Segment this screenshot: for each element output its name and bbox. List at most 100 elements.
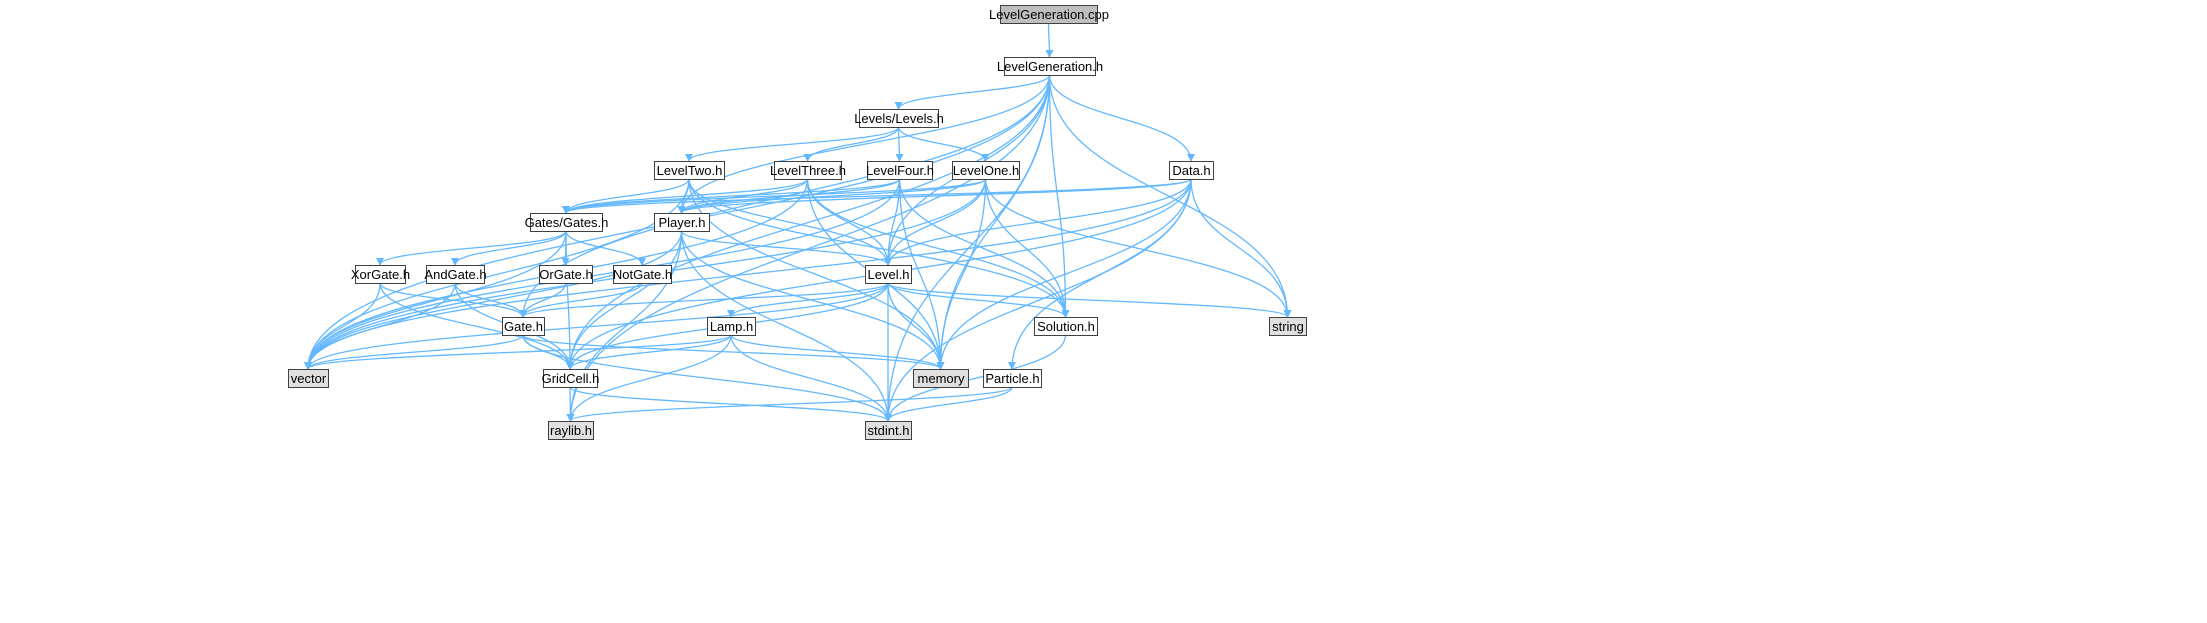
node-lamp-h[interactable]: Lamp.h [707, 317, 756, 336]
node-label: LevelFour.h [866, 163, 934, 178]
edge-levelfour_h-to-solution_h [898, 178, 1070, 318]
node-box [1269, 317, 1307, 336]
node-andgate-h[interactable]: AndGate.h [424, 265, 487, 284]
edge-levelone_h-to-memory [936, 178, 987, 370]
edge-lamp_h-to-memory [730, 334, 945, 370]
node-label: Player.h [659, 215, 706, 230]
node-gridcell-h[interactable]: GridCell.h [542, 369, 600, 388]
edge-levelone_h-to-gates_h [562, 178, 987, 214]
node-label: Data.h [1172, 163, 1210, 178]
node-label: XorGate.h [351, 267, 410, 282]
edge-gridcell_h-to-raylib_h [566, 386, 575, 422]
node-label: NotGate.h [613, 267, 672, 282]
edge-data_h-to-player_h [677, 178, 1192, 214]
node-box [867, 161, 933, 180]
node-label: vector [291, 371, 327, 386]
node-gate-h[interactable]: Gate.h [502, 317, 545, 336]
node-label: Lamp.h [710, 319, 753, 334]
edge-levelfour_h-to-gates_h [562, 178, 901, 214]
node-leveltwo-h[interactable]: LevelTwo.h [654, 161, 725, 180]
node-xorgate-h[interactable]: XorGate.h [351, 265, 410, 284]
edge-levels_h-to-levelone_h [897, 126, 990, 162]
edge-player_h-to-raylib_h [566, 230, 683, 422]
node-box [539, 265, 593, 284]
node-box [952, 161, 1020, 180]
node-levelone-h[interactable]: LevelOne.h [952, 161, 1020, 180]
node-player-h[interactable]: Player.h [654, 213, 710, 232]
node-label: LevelOne.h [953, 163, 1020, 178]
node-levelthree-h[interactable]: LevelThree.h [770, 161, 846, 180]
node-label: stdint.h [868, 423, 910, 438]
edge-levelthree_h-to-gates_h [562, 178, 809, 214]
edge-gates_h-to-gridcell_h [565, 230, 574, 370]
node-level-h[interactable]: Level.h [865, 265, 912, 284]
edge-data_h-to-memory [936, 178, 1192, 370]
edge-particle_h-to-raylib_h [566, 386, 1013, 422]
node-label: AndGate.h [424, 267, 486, 282]
node-label: raylib.h [550, 423, 592, 438]
node-label: Level.h [868, 267, 910, 282]
edge-gridcell_h-to-stdint_h [569, 386, 892, 422]
node-box [502, 317, 545, 336]
node-label: Gate.h [504, 319, 543, 334]
edge-levelgeneration_h-to-data_h [1048, 74, 1195, 162]
edge-player_h-to-level_h [680, 230, 892, 266]
node-box [1169, 161, 1214, 180]
edge-lamp_h-to-stdint_h [730, 334, 892, 422]
edge-lamp_h-to-gridcell_h [566, 334, 732, 370]
edge-level_h-to-memory [887, 282, 945, 370]
edge-xorgate_h-to-vector [304, 282, 381, 370]
edge-gate_h-to-stdint_h [522, 334, 892, 422]
edge-levelgeneration_h-to-string [1048, 74, 1292, 318]
edge-levelone_h-to-player_h [677, 178, 987, 214]
node-levelgeneration-h[interactable]: LevelGeneration.h [997, 57, 1103, 76]
node-orgate-h[interactable]: OrGate.h [539, 265, 593, 284]
edge-solution_h-to-stdint_h [884, 334, 1067, 422]
node-levels-h[interactable]: Levels/Levels.h [854, 109, 944, 128]
node-box [654, 161, 725, 180]
node-box [530, 213, 603, 232]
edge-lamp_h-to-raylib_h [566, 334, 732, 422]
node-box [288, 369, 329, 388]
node-string: string [1269, 317, 1307, 336]
edge-levels_h-to-levelfour_h [895, 126, 904, 162]
edge-levels_h-to-leveltwo_h [685, 126, 900, 162]
edge-levelone_h-to-solution_h [984, 178, 1070, 318]
edge-levelgeneration_h-to-gridcell_h [566, 74, 1051, 370]
edge-levelgeneration_h-to-levels_h [894, 74, 1051, 110]
node-label: GridCell.h [542, 371, 600, 386]
node-label: Levels/Levels.h [854, 111, 944, 126]
node-label: LevelGeneration.h [997, 59, 1103, 74]
node-label: LevelTwo.h [657, 163, 723, 178]
edge-player_h-to-stdint_h [680, 230, 892, 422]
node-label: Gates/Gates.h [525, 215, 609, 230]
node-levelfour-h[interactable]: LevelFour.h [866, 161, 934, 180]
node-box [548, 421, 594, 440]
node-levelgeneration-cpp[interactable]: LevelGeneration.cpp [989, 5, 1109, 24]
node-label: memory [918, 371, 965, 386]
edge-data_h-to-level_h [884, 178, 1192, 266]
edge-gates_h-to-xorgate_h [376, 230, 567, 266]
node-gates-h[interactable]: Gates/Gates.h [525, 213, 609, 232]
node-box [774, 161, 842, 180]
edge-level_h-to-string [887, 282, 1292, 318]
node-label: OrGate.h [539, 267, 592, 282]
node-data-h[interactable]: Data.h [1169, 161, 1214, 180]
node-label: LevelGeneration.cpp [989, 7, 1109, 22]
edge-levelgeneration_h-to-solution_h [1048, 74, 1070, 318]
edge-xorgate_h-to-gridcell_h [379, 282, 574, 370]
edge-level_h-to-lamp_h [727, 282, 889, 318]
edge-levelgeneration_h-to-raylib_h [566, 74, 1051, 422]
node-box [426, 265, 485, 284]
node-particle-h[interactable]: Particle.h [983, 369, 1042, 388]
node-box [1000, 5, 1098, 24]
node-box [1034, 317, 1098, 336]
node-label: string [1272, 319, 1304, 334]
node-label: LevelThree.h [770, 163, 846, 178]
edge-notgate_h-to-gate_h [519, 282, 643, 318]
node-notgate-h[interactable]: NotGate.h [613, 265, 672, 284]
edge-leveltwo_h-to-level_h [688, 178, 892, 266]
node-solution-h[interactable]: Solution.h [1034, 317, 1098, 336]
edge-andgate_h-to-vector [304, 282, 456, 370]
